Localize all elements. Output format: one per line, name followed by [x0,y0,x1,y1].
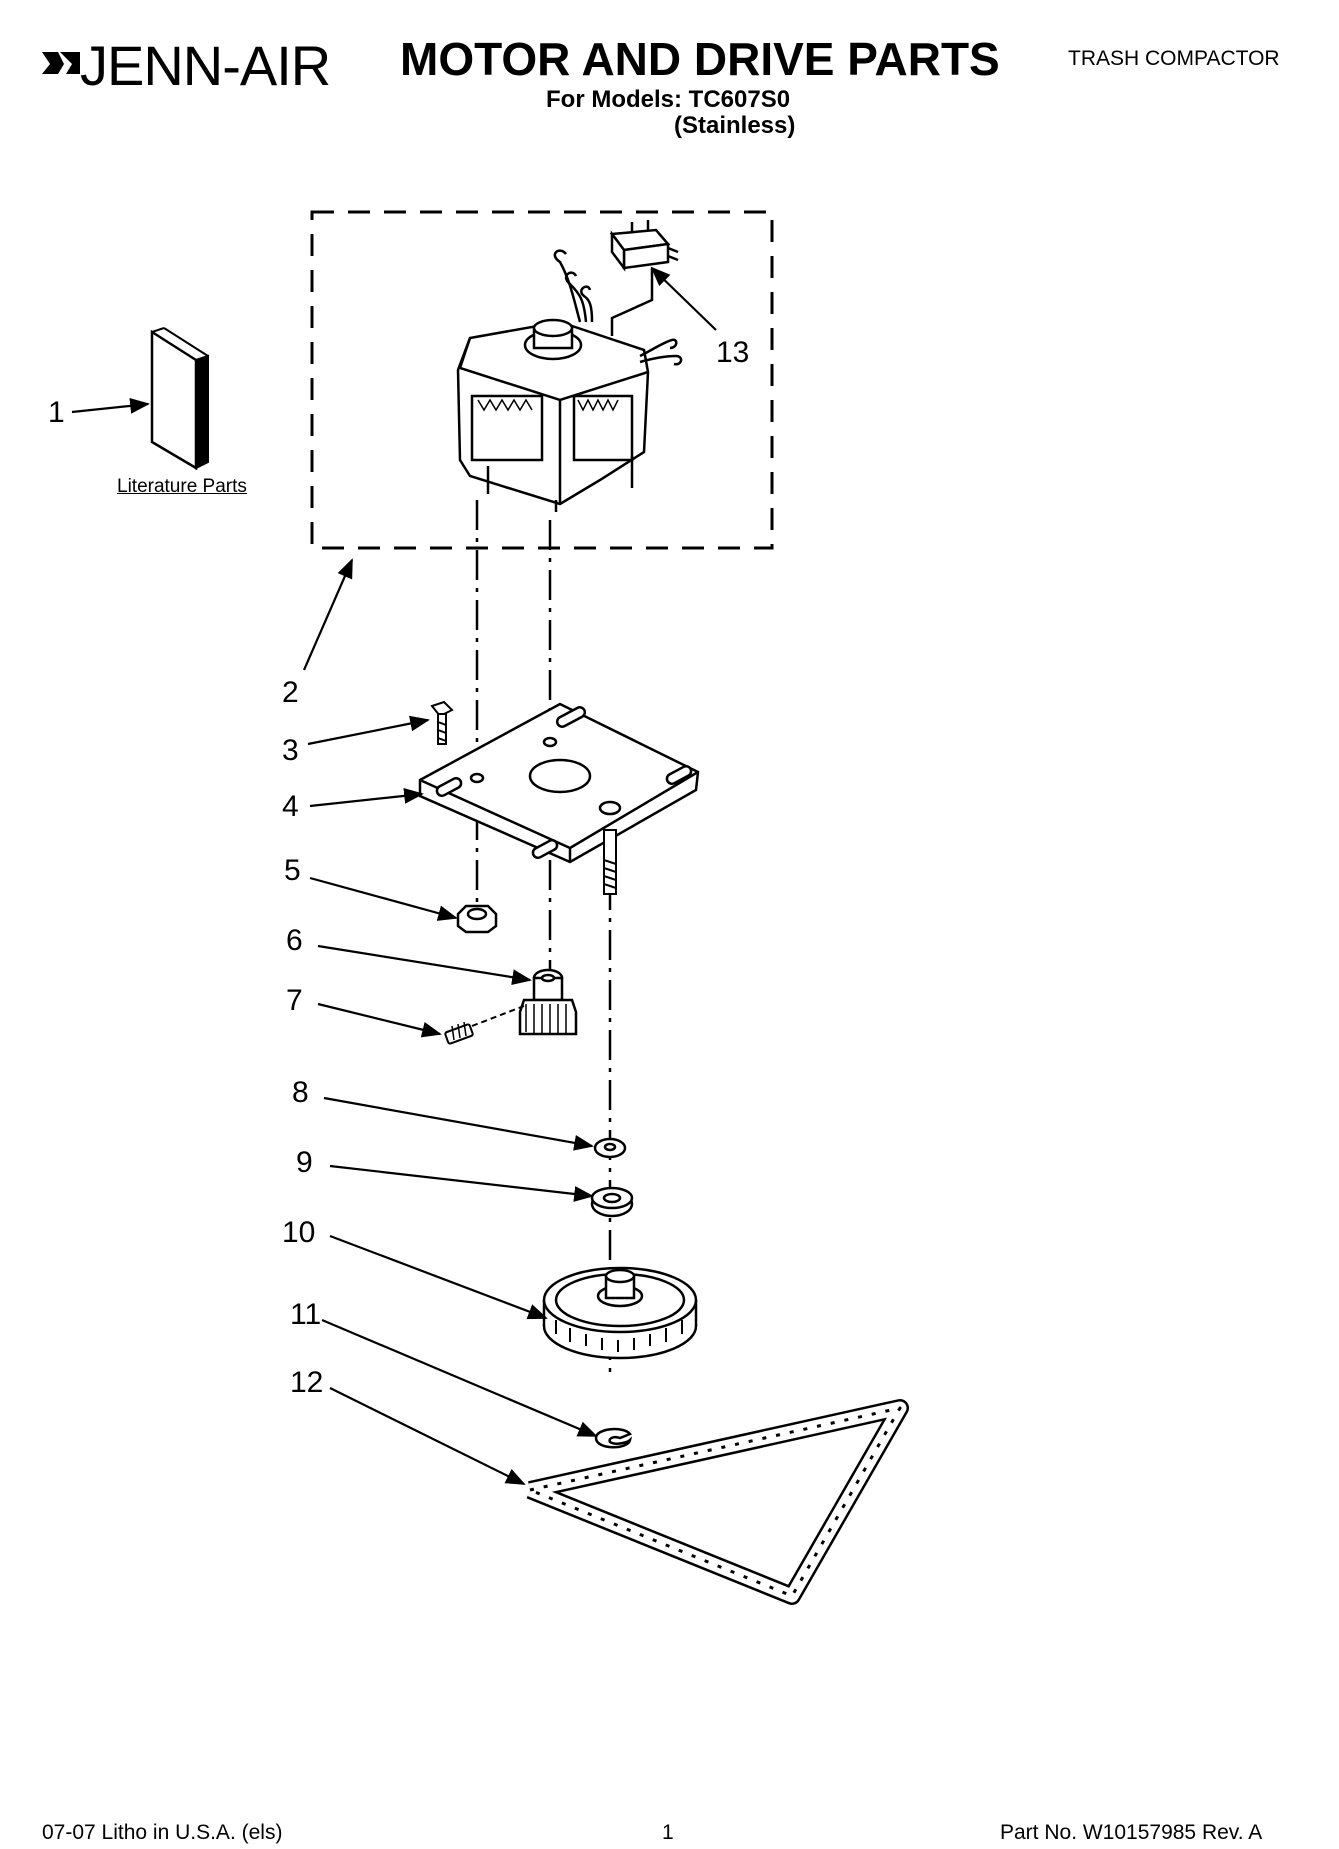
callout-10: 10 [282,1216,316,1249]
callout-13: 13 [716,336,750,369]
assembly-centerlines [475,500,612,1380]
part-number: Part No. W10157985 Rev. A [1000,1821,1263,1844]
callout-6: 6 [286,924,303,957]
callout-4: 4 [282,790,299,823]
callout-11: 11 [290,1298,322,1331]
callout-8: 8 [292,1076,309,1109]
literature-parts-label: Literature Parts [117,476,247,497]
pinion-gear-icon [518,968,578,1036]
mounting-plate-icon [418,702,700,864]
literature-book-icon [150,327,209,471]
callout-7: 7 [286,984,303,1017]
nut-icon [456,904,498,934]
models-line: For Models: TC607S0 [546,86,791,113]
bolt-icon [430,700,454,745]
washer-icon [593,1137,627,1159]
page-title: MOTOR AND DRIVE PARTS [400,33,1000,85]
jenn-air-logo-icon [42,46,82,85]
page-number: 1 [662,1821,674,1844]
callout-3: 3 [282,734,299,767]
bearing-icon [590,1186,634,1218]
callout-1: 1 [48,396,65,429]
finish-line: (Stainless) [674,112,796,139]
motor-assembly-box [310,210,774,550]
callout-2: 2 [282,676,299,709]
product-type: TRASH COMPACTOR [1068,47,1280,70]
callout-12: 12 [290,1366,324,1399]
callout-9: 9 [296,1146,313,1179]
callout-5: 5 [284,854,301,887]
drive-chain-icon [526,1399,909,1605]
terminal-block-icon [609,220,679,336]
retaining-ring-icon [594,1427,633,1449]
sprocket-icon [542,1266,698,1360]
callout-leaders [71,266,717,1485]
brand-wordmark: JENN-AIR [80,34,331,97]
footer-litho: 07-07 Litho in U.S.A. (els) [42,1821,283,1844]
motor-icon [456,318,650,512]
motor-lead-wires-icon [553,249,683,366]
set-screw-icon [444,1005,525,1045]
stud-icon [603,829,617,895]
